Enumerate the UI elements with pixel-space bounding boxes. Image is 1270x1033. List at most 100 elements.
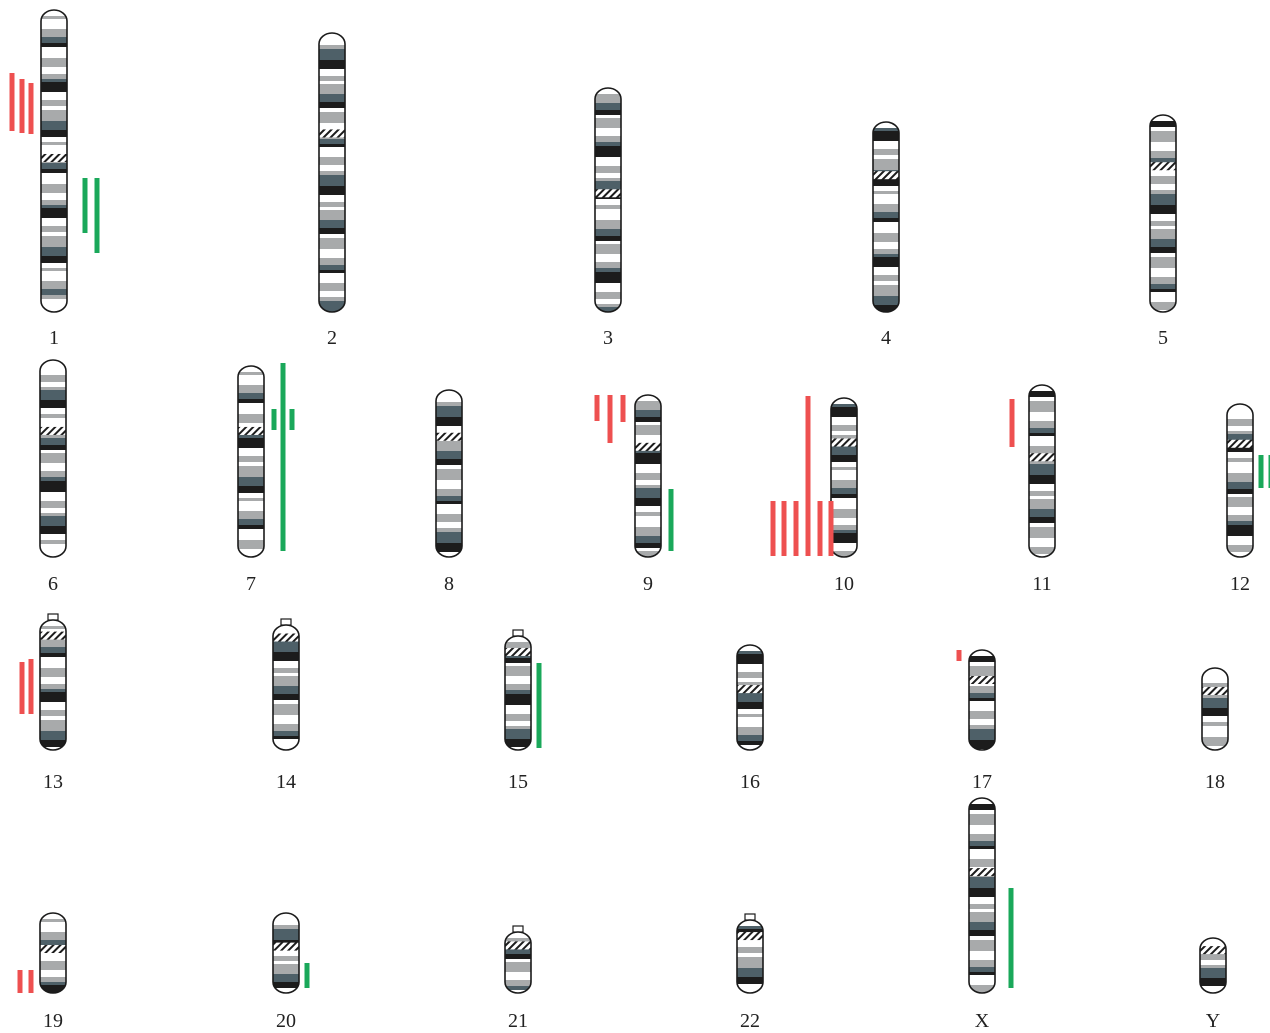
band — [1029, 428, 1055, 433]
chromosome-label: 10 — [834, 573, 854, 595]
band — [1227, 515, 1253, 521]
band — [1150, 221, 1176, 226]
chromosome-2: 2 — [319, 33, 345, 349]
loss-bar — [10, 73, 15, 131]
band — [969, 960, 995, 967]
band — [1029, 421, 1055, 428]
band — [1029, 509, 1055, 517]
band — [1202, 716, 1228, 722]
band — [319, 94, 345, 102]
band — [40, 375, 66, 382]
band — [1227, 545, 1253, 552]
band — [831, 404, 857, 407]
band — [1029, 499, 1055, 509]
band — [635, 422, 661, 425]
centromere — [831, 439, 857, 447]
band — [40, 647, 66, 653]
band — [40, 702, 66, 710]
band — [831, 498, 857, 509]
band — [969, 897, 995, 904]
band — [41, 247, 67, 256]
band — [1227, 452, 1253, 458]
loss-bar — [595, 395, 600, 421]
gain-bar — [537, 663, 542, 748]
band — [41, 205, 67, 208]
band — [273, 956, 299, 961]
chromosome-10: 10 — [771, 396, 858, 595]
band — [873, 249, 899, 254]
band — [319, 60, 345, 69]
band — [319, 283, 345, 291]
band — [238, 448, 264, 456]
band — [319, 228, 345, 234]
chromosome-19: 19 — [18, 913, 67, 1032]
band — [831, 470, 857, 480]
gain-bar — [1259, 455, 1264, 488]
band — [319, 84, 345, 94]
band — [969, 877, 995, 888]
band — [41, 281, 67, 289]
band — [1150, 229, 1176, 239]
band — [873, 186, 899, 191]
band — [831, 467, 857, 470]
band — [1227, 426, 1253, 431]
band — [1150, 214, 1176, 221]
chromosome-label: 4 — [881, 327, 891, 349]
band — [1150, 268, 1176, 277]
band — [635, 485, 661, 488]
band — [238, 466, 264, 477]
band — [40, 450, 66, 453]
band — [273, 715, 299, 724]
chromosome-label: 3 — [603, 327, 613, 349]
band — [831, 488, 857, 494]
band — [737, 727, 763, 735]
band — [505, 954, 531, 959]
band — [595, 292, 621, 299]
band — [40, 366, 66, 375]
band — [1227, 494, 1253, 497]
band — [635, 488, 661, 498]
band — [40, 961, 66, 970]
band — [1227, 473, 1253, 482]
band — [737, 702, 763, 709]
band — [969, 825, 995, 834]
band — [1150, 127, 1176, 131]
band — [737, 709, 763, 714]
band — [831, 431, 857, 435]
band — [737, 968, 763, 977]
band — [873, 128, 899, 131]
band — [41, 74, 67, 79]
band — [1029, 527, 1055, 538]
gain-bar — [272, 409, 277, 430]
satellite-stalk — [281, 619, 291, 625]
band — [41, 263, 67, 268]
band — [969, 972, 995, 975]
band — [1150, 257, 1176, 268]
band — [319, 165, 345, 171]
band — [319, 220, 345, 228]
band — [273, 668, 299, 673]
band — [319, 139, 345, 144]
centromere — [873, 171, 899, 179]
band — [595, 166, 621, 173]
band — [595, 244, 621, 254]
band — [873, 257, 899, 267]
band — [238, 403, 264, 414]
band — [436, 532, 462, 543]
band — [873, 275, 899, 281]
band — [436, 396, 462, 402]
band — [595, 205, 621, 209]
chromosome-label: 12 — [1230, 573, 1250, 595]
chromosome-17: 17 — [957, 650, 996, 793]
band — [505, 666, 531, 676]
band — [969, 698, 995, 701]
band — [831, 407, 857, 417]
band — [595, 236, 621, 241]
band — [737, 651, 763, 654]
band — [1202, 726, 1228, 737]
band — [969, 729, 995, 740]
band — [969, 936, 995, 940]
band — [273, 686, 299, 694]
band — [595, 299, 621, 304]
satellite-stalk — [48, 614, 58, 620]
